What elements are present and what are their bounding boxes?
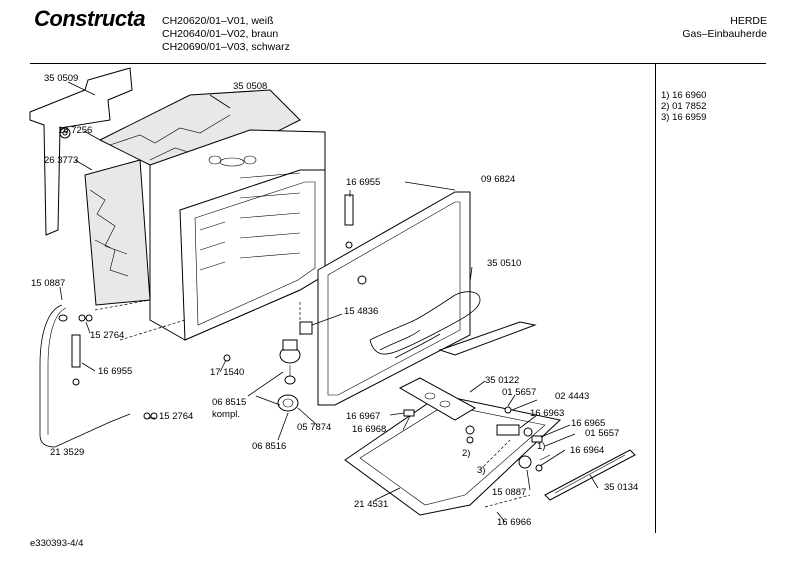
footnote-marker-2: 2) [462,448,471,459]
fixing-screw [504,406,512,414]
side-insulation [84,159,151,306]
part-label-152764-top: 15 2764 [90,330,125,341]
part-label-350509: 35 0509 [44,73,79,84]
header-divider [30,63,766,64]
category-line: HERDE [730,15,767,27]
thermo-valve [496,424,520,436]
gas-pipe-inner [47,307,67,435]
part-label-350122: 35 0122 [485,375,520,386]
fixing-nut [465,425,475,435]
gas-valve-body [277,394,299,412]
seal-ring [143,412,151,420]
part-label-166963: 16 6963 [530,408,565,419]
part-label-015657-top: 01 5657 [502,387,537,398]
model-list: CH20620/01–V01, weiß CH20640/01–V02, bra… [162,15,290,54]
gas-nozzle [284,375,296,385]
part-label-166955-bottom: 16 6955 [98,366,133,377]
part-label-350134: 35 0134 [604,482,639,493]
model-line: CH20690/01–V03, schwarz [162,41,290,53]
part-label-166967: 16 6967 [346,411,381,422]
part-label-166955-top: 16 6955 [346,177,381,188]
part-label-350510: 35 0510 [487,258,522,269]
cover-strip [438,321,537,356]
seal-ring [85,314,93,322]
oven-burner [398,377,477,421]
part-label-150887-bottom: 15 0887 [492,487,527,498]
part-label-166966: 16 6966 [497,517,532,528]
part-label-350508: 35 0508 [233,81,268,92]
footnote-marker-1: 1) [537,441,546,452]
part-label-015657-bottom: 01 5657 [585,428,620,439]
part-label-150887-left: 15 0887 [31,278,66,289]
door-seal [317,191,471,406]
footnote: 2) 01 7852 [661,101,707,112]
part-label-057874: 05 7874 [297,422,332,433]
part-label-166965: 16 6965 [571,418,606,429]
seal-screw [357,275,367,285]
part-label-068516: 06 8516 [252,441,287,452]
nozzle-connector [518,455,532,469]
part-label-068515: 06 8515 [212,397,247,408]
part-label-167256: 16 7256 [58,125,93,136]
model-line: CH20620/01–V01, weiß [162,15,274,27]
seal-ring [78,314,86,322]
part-label-152764-bottom: 15 2764 [159,411,194,422]
footnote: 1) 16 6960 [661,90,707,101]
small-clip [403,409,415,417]
part-label-166964: 16 6964 [570,445,605,456]
part-label-213529: 21 3529 [50,447,85,458]
category-line: Gas–Einbauherde [682,28,767,40]
fixing-nut [466,436,474,444]
rear-insulation-panel [29,67,133,236]
ignition-module [299,321,313,335]
sidebar-divider [655,63,656,533]
model-line: CH20640/01–V02, braun [162,28,279,40]
thermo-clip [531,435,543,443]
footnote: 3) 16 6959 [661,112,707,123]
part-label-263773: 26 3773 [44,155,79,166]
part-label-096824: 09 6824 [481,174,516,185]
gas-pipe [39,304,131,448]
part-label-024443: 02 4443 [555,391,590,402]
document-number: e330393-4/4 [30,538,84,549]
heating-element [369,291,481,355]
brand-logo: Constructa [34,6,146,31]
footnote-marker-3: 3) [477,465,486,476]
part-label-166968: 16 6968 [352,424,387,435]
part-label-154836: 15 4836 [344,306,379,317]
footnote-list: 1) 16 6960 2) 01 7852 3) 16 6959 [661,90,706,123]
side-bracket-top [344,194,354,226]
part-label-214531: 21 4531 [354,499,389,510]
part-label-171540: 17 1540 [210,367,245,378]
part-label-kompl: kompl. [212,409,240,420]
seal-ring [150,412,158,420]
product-category: HERDE Gas–Einbauherde [682,15,767,41]
side-bracket-bottom [71,334,81,368]
mounting-screw [223,354,231,362]
